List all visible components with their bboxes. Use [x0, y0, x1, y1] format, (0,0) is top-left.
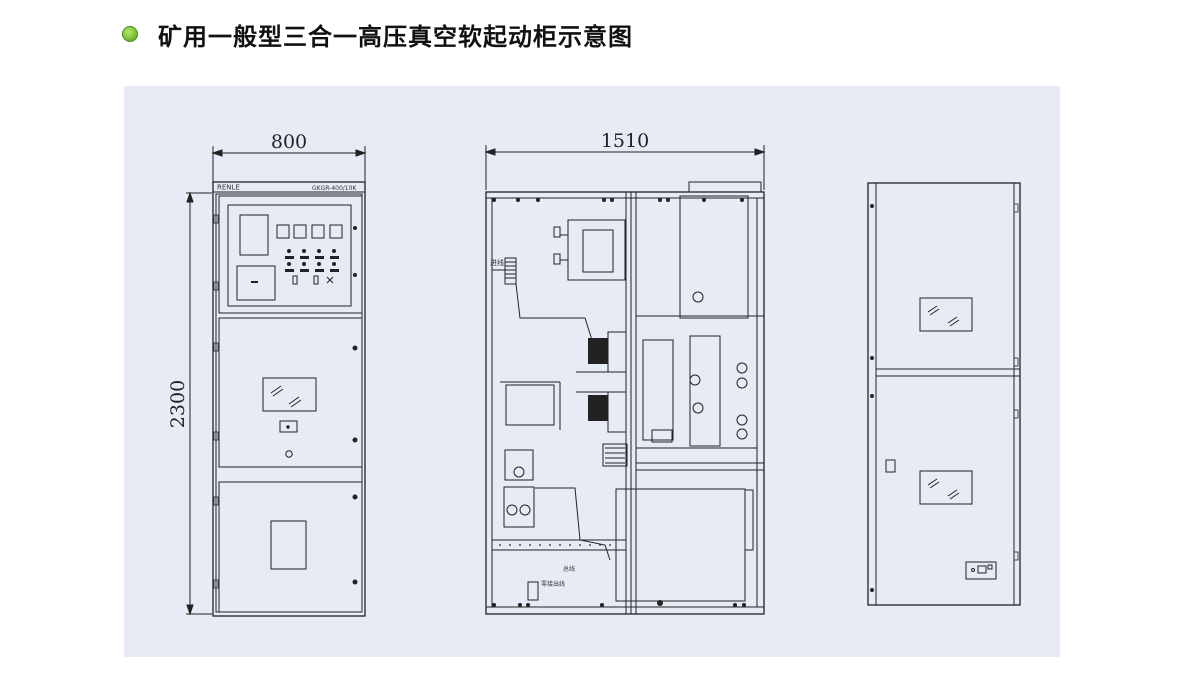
outgoing-label: 零接出线 — [541, 580, 565, 588]
brand-label: RENLE — [217, 184, 240, 192]
window-icon — [262, 377, 317, 412]
front-view: 800 2300 RENLE GKGR-400/10K — [167, 131, 367, 617]
page-title: 矿用一般型三合一高压真空软起动柜示意图 — [158, 22, 633, 51]
front-height-label: 2300 — [167, 380, 189, 428]
title-row: 矿用一般型三合一高压真空软起动柜示意图 — [122, 16, 633, 52]
handle-icon — [270, 520, 307, 570]
model-label: GKGR-400/10K — [312, 185, 357, 192]
side-width-label: 1510 — [601, 130, 649, 152]
incoming-label: 进线 — [490, 258, 504, 267]
bullet-icon — [122, 26, 138, 42]
front-width-label: 800 — [271, 131, 307, 153]
side-view: 1510 进线 — [484, 130, 766, 615]
keyhole-icon — [279, 420, 298, 433]
rear-view — [867, 182, 1021, 606]
bus-label: 总线 — [563, 565, 575, 573]
